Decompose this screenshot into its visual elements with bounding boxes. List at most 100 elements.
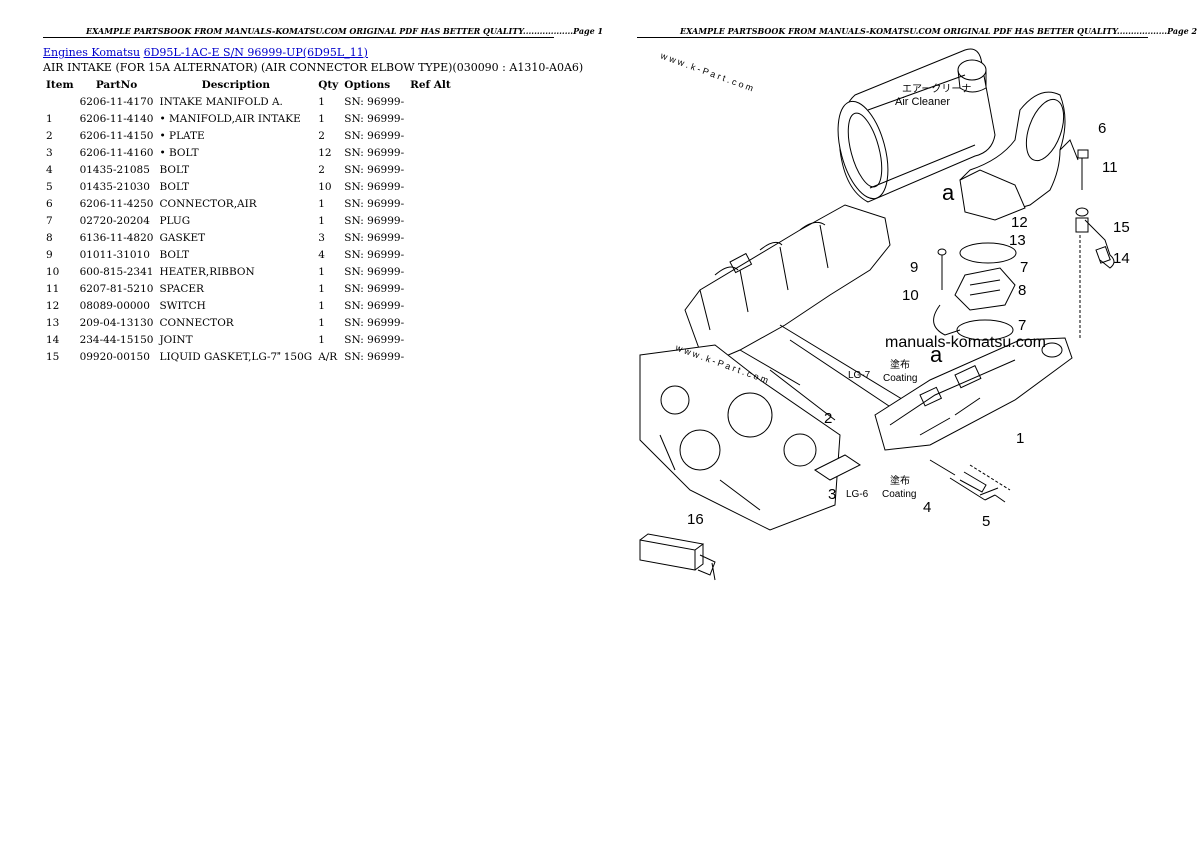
row-ref-alt: [407, 229, 454, 246]
row-qty: 2: [318, 129, 325, 142]
row-description: INTAKE MANIFOLD A.: [159, 95, 283, 108]
row-item: 1: [46, 112, 53, 125]
row-item: 5: [46, 180, 53, 193]
row-options: SN: 96999-: [344, 214, 405, 227]
row-partno: 6206-11-4160: [79, 146, 154, 159]
callout-10: 10: [902, 287, 919, 304]
bolts-drawing: [814, 454, 1011, 503]
callout-a-bottom: a: [930, 342, 943, 367]
row-options: SN: 96999-: [344, 112, 405, 125]
row-description: HEATER,RIBBON: [159, 265, 255, 278]
page-header-right: EXAMPLE PARTSBOOK FROM MANUALS-KOMATSU.C…: [680, 26, 1197, 36]
callout-14: 14: [1113, 250, 1130, 267]
row-partno: 02720-20204: [79, 214, 150, 227]
table-row: 7 02720-20204 PLUG 1 SN: 96999-: [43, 212, 454, 229]
row-ref-alt: [407, 314, 454, 331]
row-item: 6: [46, 197, 53, 210]
row-ref-alt: [407, 263, 454, 280]
row-options: SN: 96999-: [344, 146, 405, 159]
table-row: 9 01011-31010 BOLT 4 SN: 96999-: [43, 246, 454, 263]
callout-labels: 6 11 12 13 15 14 7 9 8 10 7 1 2 3 4 5 16: [687, 120, 1130, 530]
row-partno: 6206-11-4170: [79, 95, 154, 108]
column-header-ref-alt: Ref Alt: [410, 79, 451, 91]
coating-jp-upper: 塗布: [890, 358, 910, 371]
callout-7b: 7: [1018, 317, 1026, 334]
row-partno: 01011-31010: [79, 248, 150, 261]
breadcrumb-link-engines[interactable]: Engines Komatsu: [43, 46, 141, 59]
row-qty: 1: [318, 265, 325, 278]
lg7-label: LG-7: [848, 370, 871, 381]
row-ref-alt: [407, 195, 454, 212]
row-partno: 09920-00150: [79, 350, 150, 363]
row-options: SN: 96999-: [344, 333, 405, 346]
callout-a-top: a: [942, 180, 955, 205]
air-cleaner-drawing: [837, 48, 996, 203]
callout-11: 11: [1102, 159, 1118, 176]
row-item: 7: [46, 214, 53, 227]
heater-gasket-drawing: [933, 149, 1115, 341]
row-description: SWITCH: [159, 299, 206, 312]
row-partno: 6207-81-5210: [79, 282, 154, 295]
column-header-item: Item: [46, 79, 74, 91]
callout-1: 1: [1016, 430, 1024, 447]
air-cleaner-label-en: Air Cleaner: [895, 96, 950, 108]
row-description: • BOLT: [159, 146, 199, 159]
row-ref-alt: [407, 178, 454, 195]
row-description: BOLT: [159, 248, 190, 261]
column-header-description: Description: [201, 79, 271, 91]
breadcrumb-link-model[interactable]: 6D95L-1AC-E S/N 96999-UP(6D95L_11): [143, 46, 368, 59]
row-qty: 1: [318, 112, 325, 125]
row-item: [43, 93, 77, 110]
row-qty: 4: [318, 248, 325, 261]
row-partno: 01435-21085: [79, 163, 150, 176]
column-header-options: Options: [344, 79, 391, 91]
row-item: 10: [46, 265, 60, 278]
row-partno: 6206-11-4250: [79, 197, 154, 210]
row-partno: 01435-21030: [79, 180, 150, 193]
row-ref-alt: [407, 144, 454, 161]
row-item: 9: [46, 248, 53, 261]
row-options: SN: 96999-: [344, 197, 405, 210]
row-options: SN: 96999-: [344, 129, 405, 142]
engine-block-drawing: [639, 204, 921, 531]
parts-table: Item PartNo Description Qty Options Ref …: [43, 77, 454, 365]
row-item: 14: [46, 333, 60, 346]
air-connector-drawing: [959, 91, 1079, 221]
row-qty: 1: [318, 316, 325, 329]
row-options: SN: 96999-: [344, 95, 405, 108]
row-partno: 234-44-15150: [79, 333, 154, 346]
row-options: SN: 96999-: [344, 299, 405, 312]
row-partno: 6206-11-4150: [79, 129, 154, 142]
row-partno: 600-815-2341: [79, 265, 154, 278]
row-options: SN: 96999-: [344, 248, 405, 261]
row-description: PLUG: [159, 214, 191, 227]
row-description: SPACER: [159, 282, 204, 295]
breadcrumb: Engines Komatsu 6D95L-1AC-E S/N 96999-UP…: [43, 46, 368, 59]
row-options: SN: 96999-: [344, 316, 405, 329]
row-description: LIQUID GASKET,LG-7 150G: [159, 350, 313, 363]
row-partno: 6136-11-4820: [79, 231, 154, 244]
row-description: • PLATE: [159, 129, 205, 142]
row-qty: A/R: [318, 350, 338, 363]
row-ref-alt: [407, 127, 454, 144]
row-item: 15: [46, 350, 60, 363]
manuals-komatsu-watermark: manuals-komatsu.com: [885, 334, 1046, 351]
callout-4: 4: [923, 499, 931, 516]
row-options: SN: 96999-: [344, 231, 405, 244]
row-qty: 1: [318, 214, 325, 227]
coating-jp-lower: 塗布: [890, 474, 910, 487]
row-description: GASKET: [159, 231, 206, 244]
callout-5: 5: [982, 513, 990, 530]
row-description: CONNECTOR: [159, 316, 234, 329]
header-rule-left: [43, 37, 554, 38]
callout-6: 6: [1098, 120, 1106, 137]
row-description: BOLT: [159, 180, 190, 193]
